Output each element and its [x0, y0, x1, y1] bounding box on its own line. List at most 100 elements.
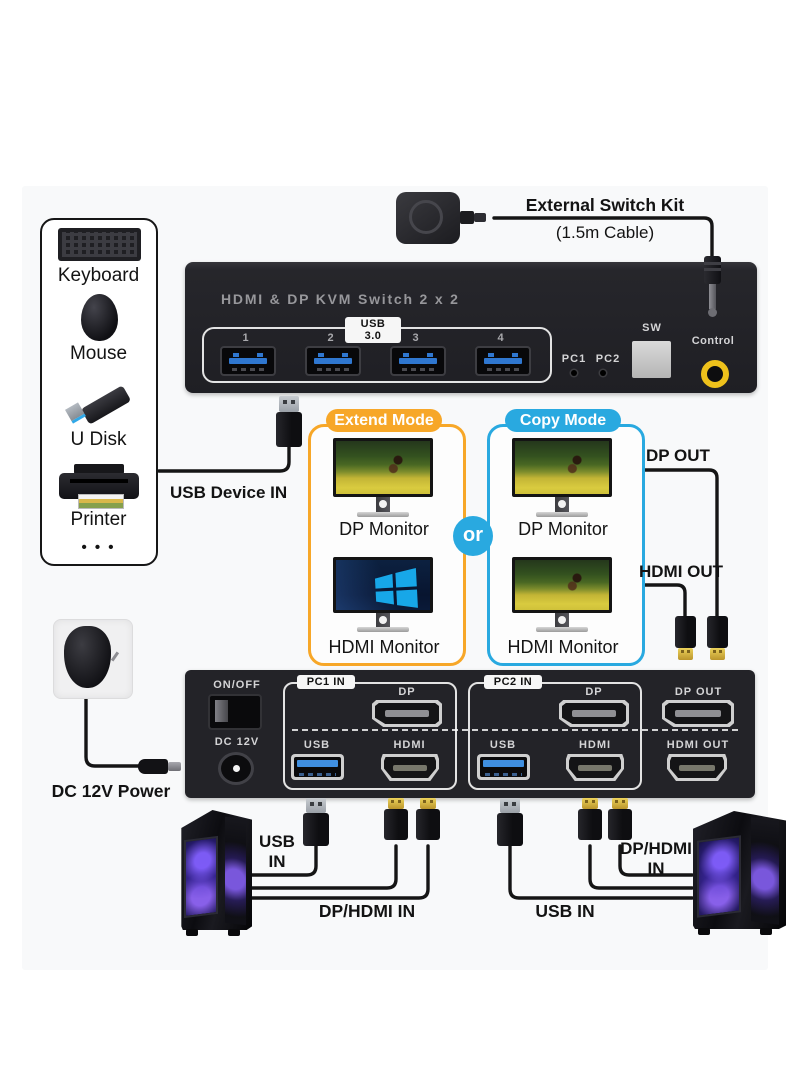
- rear-dp-out-label: DP OUT: [674, 686, 723, 698]
- copy-hdmi-monitor-screen: [512, 557, 612, 613]
- or-separator: or: [453, 516, 493, 556]
- kvm-switch-front-panel: HDMI & DP KVM Switch 2 x 2 USB 3.0 1 2 3…: [185, 262, 757, 393]
- pc1-video-plug2-tip: [420, 798, 436, 809]
- jack-plug-tip: [708, 308, 717, 317]
- pc2-video-plug2-body: [608, 809, 632, 840]
- pc2-usb-port[interactable]: [477, 754, 530, 780]
- usb-port-4-number: 4: [497, 332, 505, 344]
- extend-dp-monitor-label: DP Monitor: [339, 519, 429, 539]
- u-disk-label: U Disk: [70, 429, 127, 450]
- peripherals-box: Keyboard Mouse U Disk Printer • • •: [40, 218, 158, 566]
- jack-plug-shaft: [709, 284, 716, 309]
- pc1-dp-port[interactable]: [372, 700, 442, 727]
- u-disk-icon: [65, 380, 132, 430]
- dc-power-port[interactable]: [218, 752, 254, 785]
- printer-label: Printer: [70, 509, 127, 530]
- power-adapter: [64, 626, 111, 688]
- hdmi-out-plug-body: [675, 616, 696, 648]
- extend-hdmi-monitor-screen: [333, 557, 433, 613]
- pc1-video-plug1-tip: [388, 798, 404, 809]
- led-pc1-indicator: [571, 370, 577, 376]
- keyboard-label: Keyboard: [57, 265, 140, 286]
- dc12v-label: DC 12V: [214, 736, 260, 748]
- pc2-tower-foot: [760, 928, 772, 935]
- pc1-usb-plug-body: [303, 813, 329, 846]
- pc2-tower: [686, 811, 786, 935]
- pc2-in-pill: PC2 IN: [484, 675, 542, 689]
- rear-hdmi-out-label: HDMI OUT: [666, 739, 730, 751]
- rear-dp-out-port[interactable]: [662, 700, 734, 727]
- rear-panel-divider: [292, 729, 738, 731]
- usb-device-plug-body: [276, 412, 302, 447]
- pc1-tower-foot: [186, 929, 198, 936]
- pc2-video-plug1-body: [578, 809, 602, 840]
- extend-mode-pill: Extend Mode: [326, 409, 442, 432]
- mouse-label: Mouse: [69, 343, 128, 364]
- pc1-usb-in-label: USB IN: [259, 832, 295, 871]
- pc1-usb-plug-metal: [306, 798, 326, 813]
- usb-port-3-number: 3: [412, 332, 420, 344]
- usb3-port-2[interactable]: [305, 346, 361, 376]
- pc2-hdmi-label: HDMI: [578, 739, 612, 751]
- pc2-dp-port[interactable]: [559, 700, 629, 727]
- copy-hdmi-monitor-neck: [555, 613, 569, 628]
- copy-dp-monitor-label: DP Monitor: [518, 519, 608, 539]
- front-panel-title: HDMI & DP KVM Switch 2 x 2: [221, 291, 460, 307]
- sw-button[interactable]: [632, 341, 671, 378]
- dc-barrel-connector: [138, 759, 168, 774]
- copy-dp-monitor-base: [536, 512, 588, 517]
- pc2-in-box: [468, 682, 642, 790]
- pc2-video-in-label: DP/HDMI IN: [620, 839, 692, 878]
- sw-label: SW: [642, 322, 662, 334]
- pc1-usb-port[interactable]: [291, 754, 344, 780]
- pc1-hdmi-label: HDMI: [393, 739, 426, 751]
- printer-icon: [59, 464, 139, 510]
- pc2-usb-plug-metal: [500, 798, 520, 813]
- rear-hdmi-out-port[interactable]: [667, 754, 727, 781]
- windows-logo-icon: [374, 568, 418, 608]
- pc1-tower: [176, 810, 252, 936]
- pc2-usb-label: USB: [489, 739, 517, 751]
- on-off-label: ON/OFF: [213, 679, 261, 691]
- pc2-video-plug1-tip: [582, 798, 598, 809]
- usb3-port-1[interactable]: [220, 346, 276, 376]
- pc2-video-plug2-tip: [612, 798, 628, 809]
- usb3-badge: USB 3.0: [345, 317, 401, 343]
- pc1-hdmi-port[interactable]: [381, 754, 439, 781]
- pc2-usb-in-label: USB IN: [535, 901, 595, 921]
- usb3-port-4[interactable]: [475, 346, 531, 376]
- cable-length-label: (1.5m Cable): [555, 223, 655, 242]
- copy-hdmi-monitor-base: [536, 627, 588, 632]
- extend-dp-monitor-base: [357, 512, 409, 517]
- pc2-hdmi-port[interactable]: [566, 754, 624, 781]
- dp-out-plug-tip: [710, 648, 725, 660]
- usb-port-2-number: 2: [327, 332, 335, 344]
- pc2-tower-front: [751, 817, 779, 925]
- extend-hdmi-monitor-label: HDMI Monitor: [328, 637, 440, 657]
- extend-dp-monitor-neck: [376, 497, 390, 513]
- pc2-usb-plug-body: [497, 813, 523, 846]
- usb-port-1-number: 1: [242, 332, 250, 344]
- hdmi-out-label: HDMI OUT: [639, 562, 724, 581]
- copy-mode-pill: Copy Mode: [505, 409, 621, 432]
- pc1-tower-foot: [228, 929, 240, 936]
- switch-button-circle: [409, 200, 443, 234]
- pc1-usb-label: USB: [303, 739, 331, 751]
- usb3-port-3[interactable]: [390, 346, 446, 376]
- extend-hdmi-monitor-base: [357, 627, 409, 632]
- pc1-tower-window: [184, 835, 219, 919]
- usb-device-plug-metal: [279, 396, 299, 412]
- pc1-dp-label: DP: [398, 686, 416, 698]
- control-jack[interactable]: [701, 360, 729, 388]
- external-switch-button[interactable]: [396, 192, 460, 244]
- copy-hdmi-monitor-label: HDMI Monitor: [507, 637, 619, 657]
- mouse-icon: [81, 294, 118, 341]
- pc1-video-in-label: DP/HDMI IN: [318, 901, 416, 921]
- pc1-in-box: [283, 682, 457, 790]
- pc2-tower-foot: [698, 928, 710, 935]
- extend-hdmi-monitor-neck: [376, 613, 390, 628]
- remote-connector-tip: [474, 213, 486, 222]
- power-switch[interactable]: [208, 694, 262, 730]
- copy-dp-monitor-screen: [512, 438, 612, 497]
